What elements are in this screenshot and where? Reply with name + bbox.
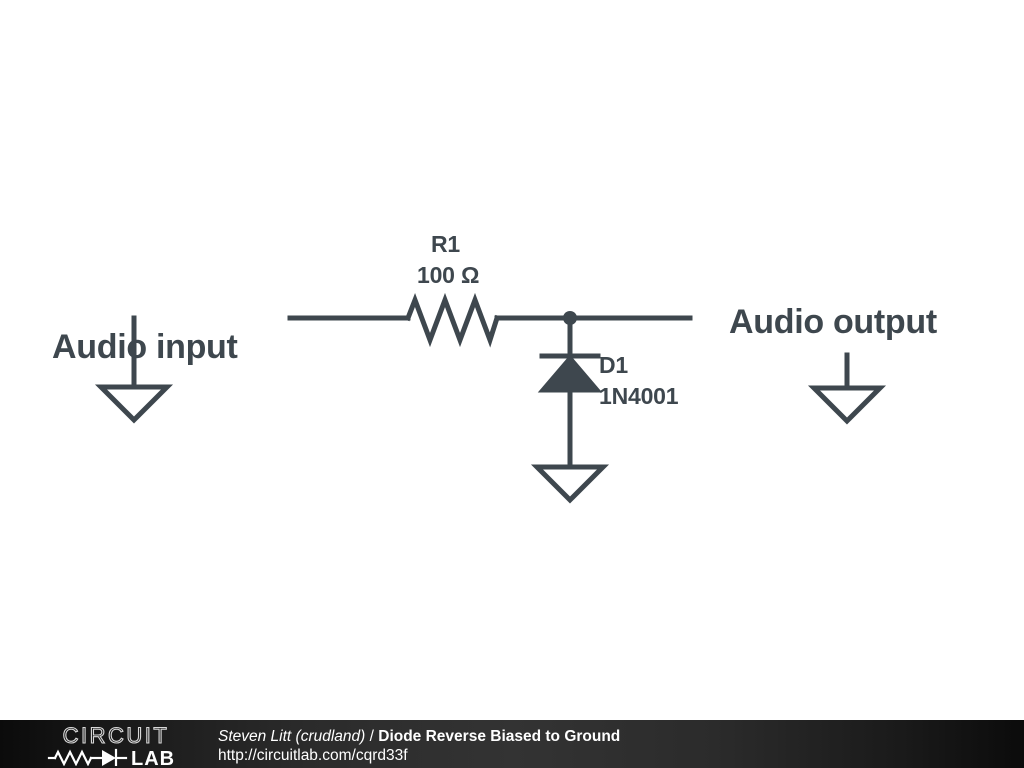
- resistor-r1-value-label: 100 Ω: [417, 262, 480, 288]
- resistor-r1-ref-label: R1: [431, 231, 461, 257]
- output-ground-triangle: [807, 385, 887, 425]
- diode-d1-ref-label: D1: [599, 352, 629, 378]
- junction-dot: [563, 311, 577, 325]
- footer-bar: [0, 720, 1024, 768]
- audio-input-label: Audio input: [52, 328, 238, 366]
- footer-author: Steven Litt (crudland): [218, 728, 366, 745]
- logo-diode-triangle: [102, 750, 116, 766]
- footer-circuit-title: Diode Reverse Biased to Ground: [378, 728, 621, 745]
- logo-word-lab: LAB: [131, 748, 175, 766]
- input-ground-triangle: [94, 384, 174, 424]
- footer-url[interactable]: http://circuitlab.com/cqrd33f: [218, 747, 408, 764]
- diode-d1-value-label: 1N4001: [599, 383, 679, 409]
- circuit-ground-triangle: [530, 464, 610, 504]
- audio-output-label: Audio output: [729, 303, 937, 341]
- resistor-r1-body: [404, 292, 501, 348]
- footer-title-line: Steven Litt (crudland) / Diode Reverse B…: [218, 727, 978, 746]
- diode-d1-triangle: [537, 354, 603, 393]
- footer-separator: /: [365, 728, 379, 745]
- logo-resistor-diode-icon: [47, 748, 128, 766]
- logo-word-circuit: CIRCUIT: [63, 726, 170, 748]
- circuitlab-logo[interactable]: CIRCUIT LAB: [36, 726, 196, 766]
- footer-credit-block: Steven Litt (crudland) / Diode Reverse B…: [218, 727, 978, 766]
